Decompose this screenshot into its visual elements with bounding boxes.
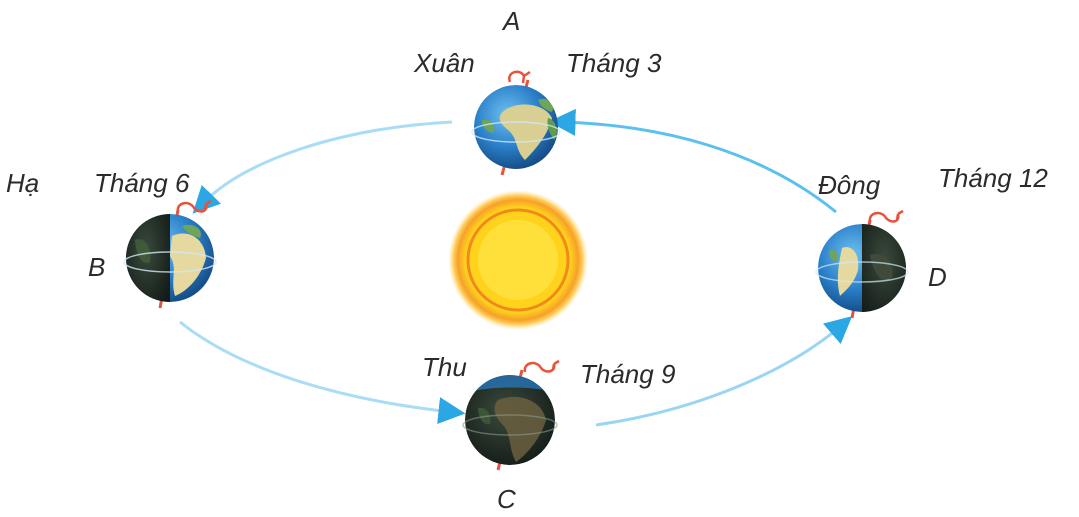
label-b: B <box>88 252 106 282</box>
season-xuan: Xuân <box>414 48 475 78</box>
season-thu: Thu <box>422 352 467 382</box>
month-thang-9: Tháng 9 <box>580 359 676 389</box>
orbit-arc-c-to-d <box>595 316 853 427</box>
sun <box>448 190 588 330</box>
label-a: A <box>503 6 521 36</box>
label-d: D <box>928 262 947 292</box>
globe-a <box>471 70 561 176</box>
globe-d <box>815 209 909 319</box>
orbit-arc-b-to-c <box>179 320 466 424</box>
season-ha: Hạ <box>6 168 40 198</box>
globe-b <box>123 199 217 309</box>
month-thang-6: Tháng 6 <box>94 168 190 198</box>
season-dong: Đông <box>818 170 881 200</box>
orbit-arc-d-to-a <box>548 108 837 214</box>
globe-c <box>462 359 560 471</box>
orbit-arc-a-to-b <box>192 120 453 214</box>
label-c: C <box>497 484 516 514</box>
month-thang-3: Tháng 3 <box>566 48 662 78</box>
month-thang-12: Tháng 12 <box>938 163 1048 193</box>
